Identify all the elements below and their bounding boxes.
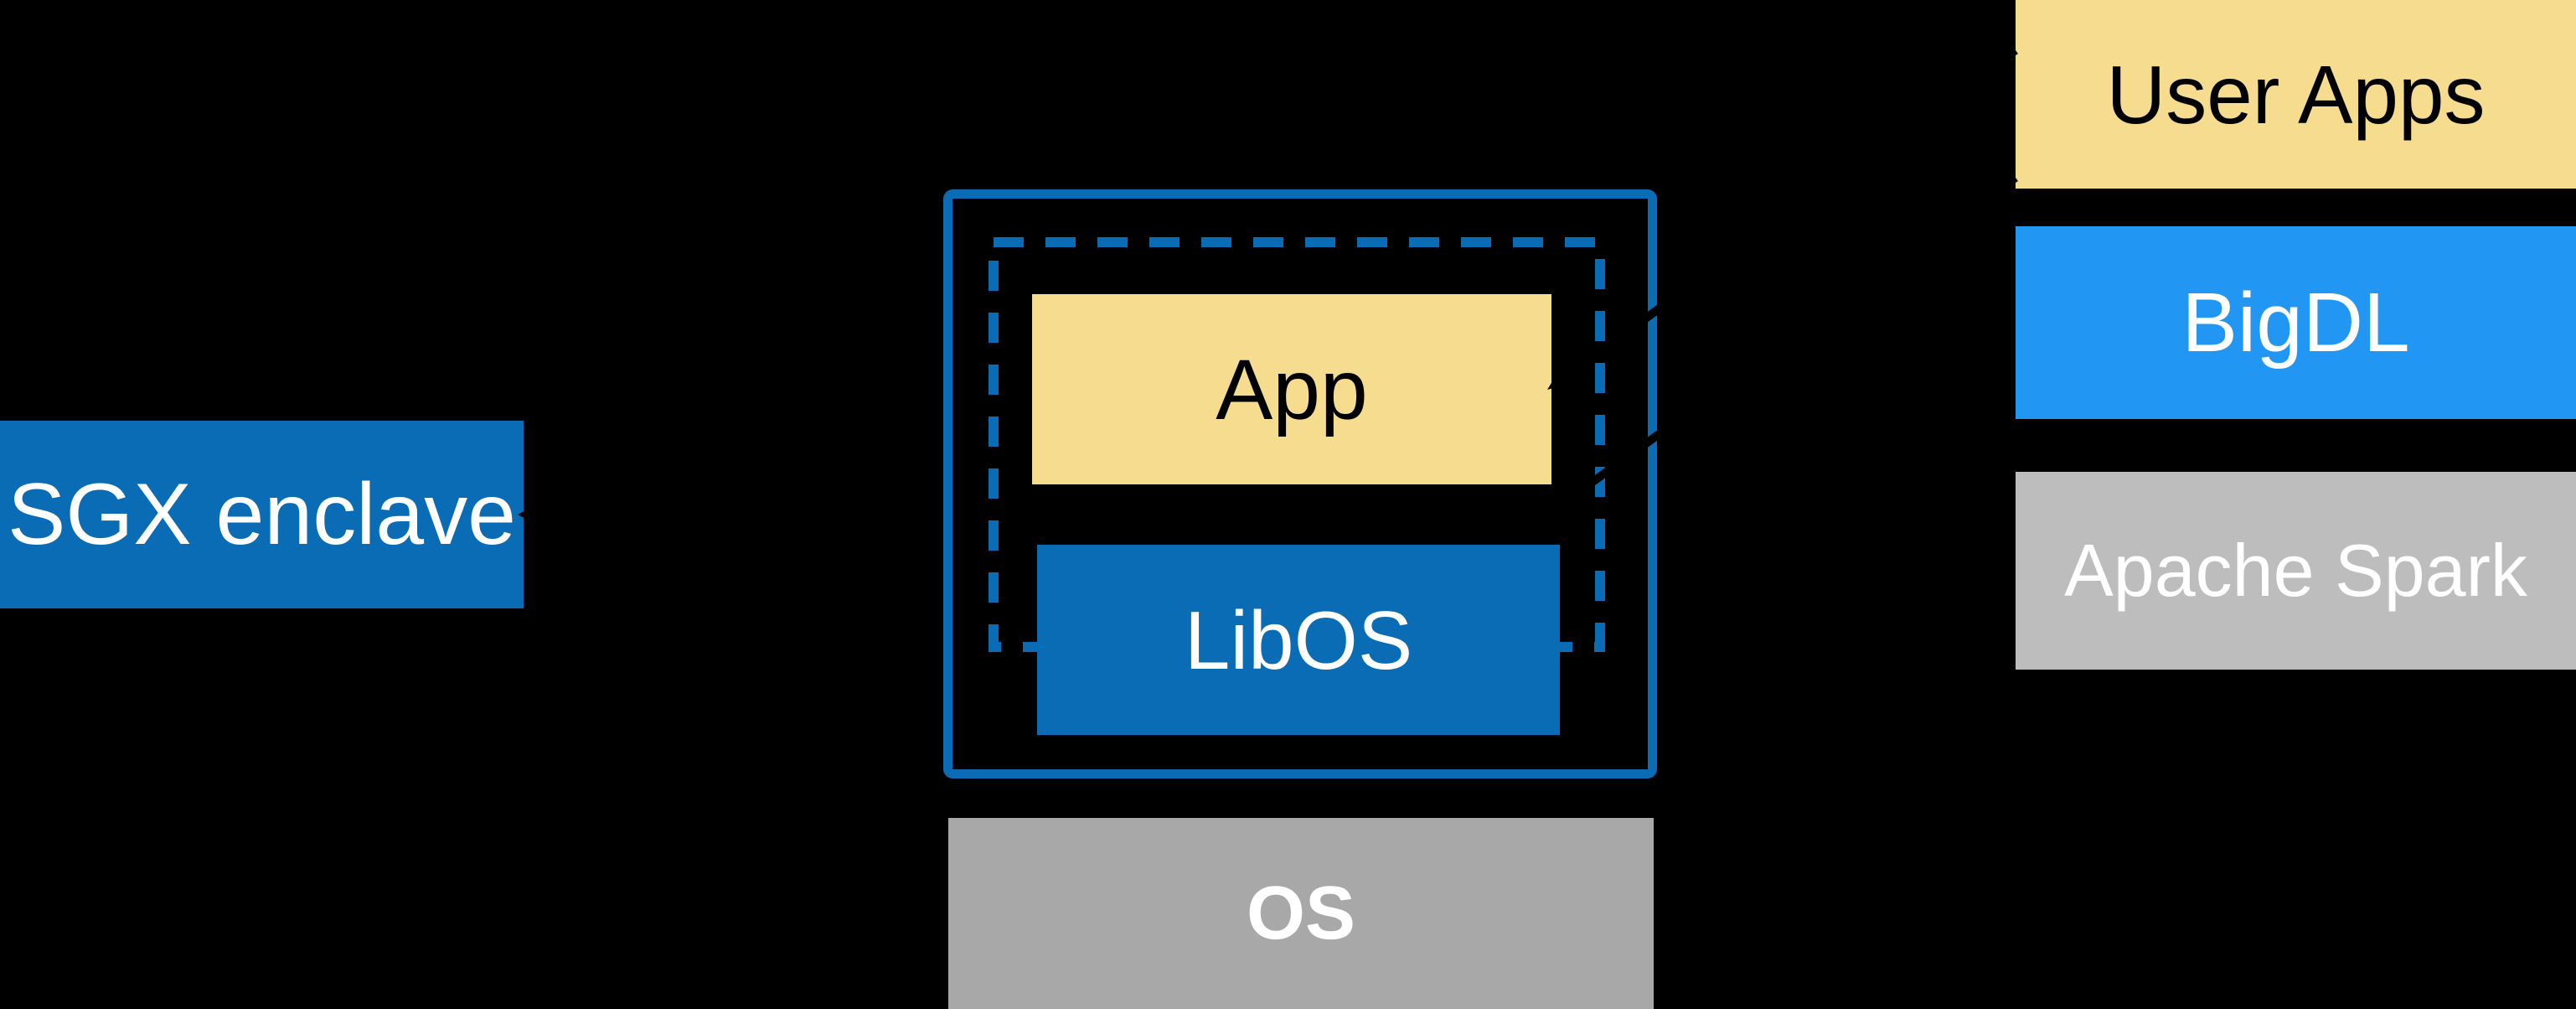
sgx-enclave-box: SGX enclave: [0, 421, 524, 608]
bigdl-label: BigDL: [2181, 276, 2410, 370]
libos-box: LibOS: [1037, 545, 1560, 735]
sgx-enclave-label: SGX enclave: [8, 466, 516, 563]
os-box: OS: [948, 818, 1654, 1009]
user-apps-label: User Apps: [2106, 48, 2486, 141]
os-label: OS: [1246, 872, 1356, 955]
apache-spark-label: Apache Spark: [2064, 529, 2527, 612]
app-box: App: [1032, 294, 1551, 484]
stack-item-apache-spark: Apache Spark: [2016, 472, 2576, 670]
libos-label: LibOS: [1184, 593, 1413, 686]
stack-item-bigdl: BigDL: [2016, 226, 2576, 419]
app-label: App: [1216, 341, 1368, 437]
arrow-enclave-to-sgx: [518, 498, 938, 531]
stack-item-user-apps: User Apps: [2016, 0, 2576, 189]
arrow-stack-to-app: [1547, 46, 2018, 390]
arrow-stack-to-enclave: [1556, 173, 2018, 508]
